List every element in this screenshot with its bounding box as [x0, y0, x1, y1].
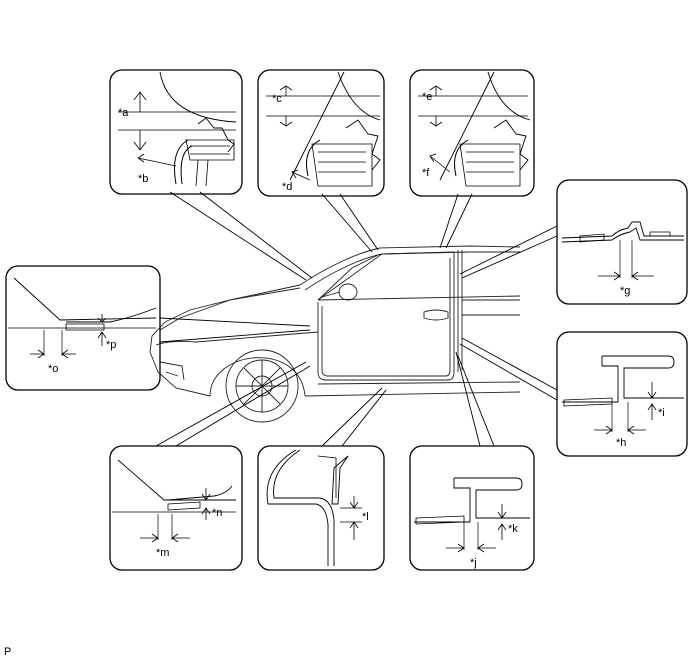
detail-box-c-d: *c *d [257, 69, 385, 197]
detail-box-h-i: *h *i [556, 331, 688, 457]
callout-g: *g [620, 285, 630, 297]
figure-corner-label: P [4, 646, 12, 658]
callout-f: *f [422, 167, 430, 179]
callout-k: *k [508, 523, 518, 535]
detail-box-l: *l [257, 445, 385, 571]
callout-a: *a [118, 107, 129, 119]
callout-p: *p [106, 339, 116, 351]
callout-m: *m [156, 547, 169, 559]
callout-l: *l [362, 511, 369, 523]
detail-box-m-n: *m *n [109, 445, 243, 571]
leader-lines [155, 191, 558, 447]
detail-box-e-f: *e *f [409, 69, 535, 197]
callout-c: *c [272, 93, 282, 105]
car-illustration [149, 245, 521, 423]
callout-o: *o [48, 363, 58, 375]
callout-n: *n [212, 507, 222, 519]
callout-d: *d [282, 181, 292, 193]
callout-j: *j [470, 557, 477, 569]
detail-box-o-p: *o *p [5, 265, 161, 391]
callout-i: *i [658, 407, 665, 419]
detail-box-a-b: *a *b [109, 69, 243, 195]
callout-e: *e [422, 91, 432, 103]
detail-box-g: *g [556, 179, 688, 305]
detail-box-j-k: *j *k [409, 445, 535, 571]
callout-h: *h [616, 437, 626, 449]
callout-b: *b [138, 173, 148, 185]
